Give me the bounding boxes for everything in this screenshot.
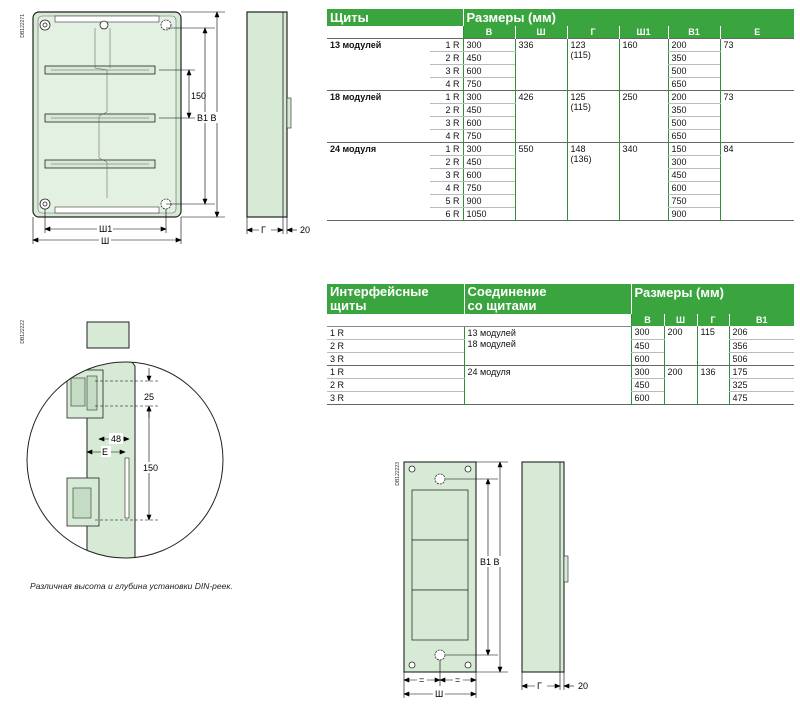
cell-e: 73 — [719, 38, 794, 91]
table1-col-b: B — [462, 26, 515, 39]
table2-col-sh: Ш — [663, 314, 697, 326]
dim-150: 150 — [191, 91, 206, 101]
table1-col-e: E — [719, 26, 794, 39]
table-row: 1 R 24 модуля 300 200 136 175 — [327, 364, 794, 404]
cell-b: 300 — [462, 38, 515, 52]
cell-g: 123(115) — [566, 38, 619, 91]
dim-g: Г — [537, 681, 542, 691]
group-name: 18 модулей — [327, 90, 430, 104]
group-name: 13 модулей — [327, 38, 430, 52]
cell-sh: 336 — [514, 38, 567, 91]
dim-e: E — [102, 447, 108, 457]
row-label: 1 R — [430, 38, 463, 52]
din-rail-detail-drawing: 25 48 E 150 — [26, 321, 224, 559]
interface-panel-drawing: B1 B = = Ш Г 20 — [403, 461, 588, 699]
cell-connection: 24 модуля — [463, 364, 631, 404]
cell-b1: 200 — [667, 38, 720, 52]
dim-20: 20 — [578, 681, 588, 691]
cell-sh1: 160 — [618, 38, 668, 91]
dim-b1-b: B1 B — [197, 113, 217, 123]
dim-48: 48 — [111, 434, 121, 444]
panel-drawing-front-side: 150 B1 B Ш1 Ш Г 20 — [32, 11, 310, 246]
dim-25: 25 — [144, 392, 154, 402]
dim-equal-right: = — [455, 675, 460, 685]
dim-b1-b: B1 B — [480, 557, 500, 567]
table1-col-sh1: Ш1 — [618, 26, 668, 39]
dim-sh: Ш — [435, 689, 443, 699]
dim-equal-left: = — [419, 675, 424, 685]
table1-col-sh: Ш — [514, 26, 567, 39]
din-rail-caption: Различная высота и глубина установки DIN… — [30, 581, 233, 591]
dim-sh1: Ш1 — [99, 224, 112, 234]
table2-header-sizes: Размеры (мм) — [630, 284, 794, 306]
table-row: 18 модулей 1 R 300 426 125(115) 250 200 … — [327, 90, 794, 143]
table1-header-sizes: Размеры (мм) — [462, 9, 794, 26]
table1-col-g: Г — [566, 26, 619, 39]
dim-sh: Ш — [101, 236, 109, 246]
panels-dimensions-table: Щиты Размеры (мм) B Ш Г Ш1 B1 E 13 модул… — [327, 9, 794, 221]
dim-150: 150 — [143, 463, 158, 473]
table1-col-b1: B1 — [667, 26, 720, 39]
dim-20: 20 — [300, 225, 310, 235]
table2-col-g: Г — [696, 314, 729, 326]
dim-g: Г — [261, 225, 266, 235]
table1-header-panels: Щиты — [327, 9, 463, 26]
group-name: 24 модуля — [327, 142, 430, 156]
table-row: 24 модуля 1 R 300 550 148(136) 340 150 8… — [327, 142, 794, 221]
table2-col-b1: B1 — [728, 314, 794, 326]
table-row: 13 модулей 1 R 300 336 123(115) 160 200 … — [327, 38, 794, 91]
table2-col-b: B — [630, 314, 664, 326]
